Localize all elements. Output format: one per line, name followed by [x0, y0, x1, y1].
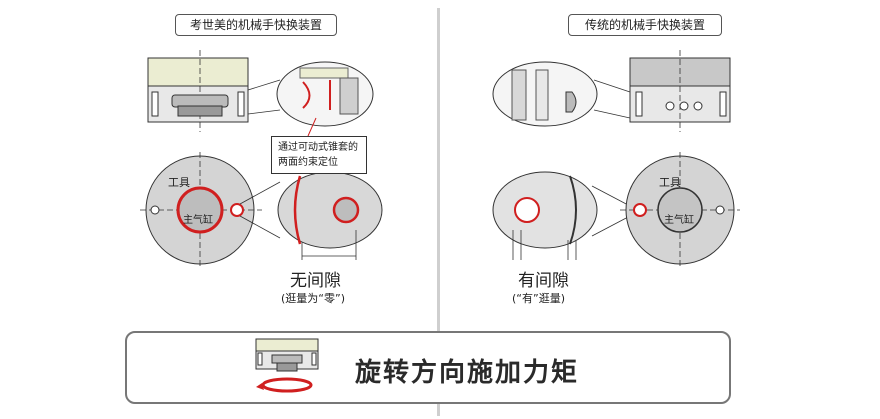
right-front-disc [620, 152, 740, 268]
left-cylinder-label: 主气缸 [183, 215, 213, 226]
right-tool-label: 工具 [659, 176, 681, 189]
right-side-view [629, 50, 731, 132]
callout-line-2: 两面约束定位 [278, 157, 338, 168]
right-gap-note: (“有”逛量) [512, 292, 565, 305]
right-zoom-oval [492, 61, 631, 127]
center-divider [437, 8, 440, 416]
left-zoom-oval [247, 61, 374, 137]
right-zoom-oval-2 [492, 171, 631, 260]
bottom-panel [125, 331, 731, 404]
left-drawings [140, 50, 383, 268]
right-gap-label: 有间隙 [518, 271, 569, 291]
bottom-text: 旋转方向施加力矩 [355, 358, 580, 388]
right-drawings [492, 50, 740, 268]
left-zoom-oval-2 [239, 171, 383, 260]
left-callout: 通过可动式锥套的 两面约束定位 [271, 136, 367, 174]
left-title: 考世美的机械手快换装置 [175, 14, 337, 36]
left-gap-note: (逛量为“零”) [281, 292, 345, 305]
left-tool-label: 工具 [168, 176, 190, 189]
left-front-disc [140, 152, 262, 268]
right-cylinder-label: 主气缸 [664, 215, 694, 226]
callout-line-1: 通过可动式锥套的 [278, 142, 358, 153]
left-gap-label: 无间隙 [290, 271, 341, 291]
bottom-icon [255, 338, 319, 393]
right-title: 传统的机械手快换装置 [568, 14, 722, 36]
left-side-view [147, 50, 249, 132]
